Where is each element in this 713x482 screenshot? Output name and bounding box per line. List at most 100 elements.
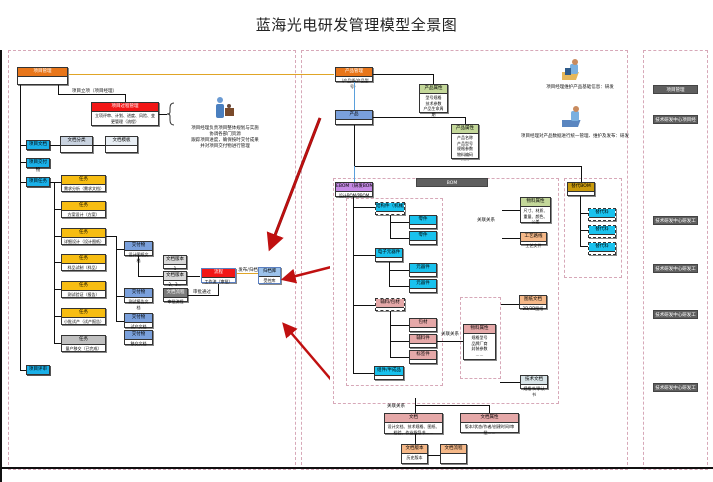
line [354, 166, 582, 167]
doc-flow-box[interactable]: 文档流程 [440, 444, 467, 464]
line [354, 125, 355, 166]
line [58, 94, 126, 95]
line [428, 455, 440, 456]
tag-review[interactable]: 项目评审 [26, 365, 50, 375]
substitute-box[interactable]: 替代料 [588, 225, 616, 238]
substitute-box[interactable]: 替代料 [588, 208, 616, 221]
part-group-mech[interactable]: 结构件（机械） [375, 202, 405, 215]
process-route-box[interactable]: 工艺路线工艺文件 [520, 232, 547, 248]
tag-deliverables[interactable]: 项目交付物 [26, 158, 50, 173]
deliverable-box[interactable]: 交付物设计图纸文档 [124, 241, 153, 263]
task-box[interactable]: 任务小批试产（试产报告） [61, 308, 106, 325]
product-attr2-box[interactable]: 产品属性 产品名称产品型号规格参数物料编码…… [451, 124, 479, 162]
release-label: 发布/归档 [238, 268, 258, 273]
line [116, 321, 124, 322]
part-group-aux[interactable]: 辅料/包材 [375, 298, 405, 311]
doc-attr-box[interactable]: 文档属性版本/状态/作者/创建时间/审批…… [460, 413, 519, 435]
rel-label: 关联关系 [477, 218, 495, 223]
line [465, 117, 466, 124]
line [390, 341, 409, 342]
line [390, 311, 391, 358]
line [390, 222, 409, 223]
sbom-box[interactable]: 替代BOM [567, 182, 595, 196]
line [373, 117, 465, 118]
role-item[interactable]: 技术研发中心研发工程师 [653, 310, 698, 327]
attr-line: 物料编码 [457, 151, 473, 157]
part-box[interactable]: 零件 [409, 215, 437, 229]
tech-doc-box[interactable]: 技术文档规格书/承认书 [520, 375, 548, 397]
deliverable-box[interactable]: 交付物试产文档 [124, 313, 153, 329]
tag-tasks[interactable]: 项目任务 [26, 177, 50, 187]
doc-category-box[interactable]: 文档分类 [60, 136, 93, 153]
archive-box[interactable]: 归档库受控库 [258, 267, 281, 284]
doc-version-box[interactable]: 文档版本历史版本 [401, 444, 428, 464]
role-item[interactable]: 技术研发中心研发工程师 [653, 264, 698, 281]
line [116, 236, 117, 321]
label-box[interactable]: 标签件 [409, 350, 437, 364]
doc-flow-box[interactable]: 文档流程审批流程 [163, 288, 188, 304]
line [138, 256, 139, 276]
flow-label: 审批通过 [193, 290, 211, 295]
task-box[interactable]: 任务测试验证（报告） [61, 281, 106, 298]
task-box[interactable]: 任务量产移交（已完成） [61, 335, 106, 352]
note-line: 协调各部门资源 [209, 132, 241, 137]
line [353, 207, 375, 208]
tag-project-docs[interactable]: 项目文档 [26, 140, 50, 150]
aux-box[interactable]: 辅料件 [409, 334, 437, 348]
line [218, 282, 219, 296]
subassembly-box[interactable]: 组件/半成品 [374, 366, 404, 380]
role-item[interactable]: 技术研发中心研发工程师 [653, 383, 698, 400]
line [389, 286, 409, 287]
line [50, 182, 54, 183]
workflow-box[interactable]: 流程工作流（审批） [201, 268, 236, 284]
line [20, 145, 26, 146]
task-box[interactable]: 任务详细设计（设计图纸） [61, 228, 106, 245]
person-laptop-icon [562, 59, 579, 80]
line [353, 373, 374, 374]
line [390, 357, 409, 358]
line [415, 434, 416, 444]
deliverable-box[interactable]: 交付物测试报告文档 [124, 288, 153, 310]
product-mgmt-box[interactable]: 产品管理（产品线/产品型号） [335, 67, 373, 89]
part-box[interactable]: 零件 [409, 231, 437, 245]
role-item[interactable]: 技术研发中心项目经理人 [653, 115, 698, 132]
left-border [0, 50, 2, 482]
component-box[interactable]: 元器件 [409, 263, 437, 277]
product-box[interactable]: 产品 [335, 110, 373, 125]
component-attr-box[interactable]: 物料属性 规格型号品牌厂商封装参数…… [463, 324, 496, 360]
role-item[interactable]: 项目管理 [653, 85, 698, 94]
product-attr-box[interactable]: 产品属性 型号规格技术参数产品生命周期 [419, 84, 448, 117]
doc-template-box[interactable]: 文档模板 [105, 136, 138, 153]
arrow-icon [266, 117, 330, 381]
material-attr-box[interactable]: 物料属性尺寸、材质、重量、颜色、公差 [520, 197, 551, 224]
region-sbom [564, 178, 622, 278]
attr-line: 产品生命周期 [423, 106, 444, 117]
line [353, 197, 354, 373]
line [20, 162, 26, 163]
project-mgmt-box[interactable]: 项目管理 [17, 67, 68, 85]
task-box[interactable]: 任务方案设计（方案） [61, 201, 106, 218]
document-box[interactable]: 文档设计文档、技术规格、图纸、检验、作业指导书…… [384, 413, 443, 435]
line [580, 230, 588, 231]
ebom-box[interactable]: EBOM（研发BOM）设计BOM/PBOM [335, 182, 373, 198]
task-box[interactable]: 任务样品试制（样品） [61, 254, 106, 271]
component-box[interactable]: 元器件 [409, 279, 437, 293]
line [54, 262, 61, 263]
line [353, 305, 375, 306]
pack-box[interactable]: 包材 [409, 318, 437, 332]
line [187, 276, 200, 277]
line [125, 94, 126, 102]
line [116, 296, 124, 297]
region-bom-parts [346, 198, 443, 386]
task-box[interactable]: 任务需求分析（需求文档） [61, 175, 106, 192]
process-mgmt-box[interactable]: 项目过程管理 立项评审、计划、进度、风险、变更管理（流程） [91, 102, 159, 126]
part-group-elec[interactable]: 电子元器件 [375, 248, 403, 262]
line [415, 405, 490, 406]
substitute-box[interactable]: 替代料 [588, 242, 616, 255]
deliverable-box[interactable]: 交付物移交文档 [124, 330, 153, 346]
bom-bar: BOM [416, 178, 488, 187]
role-item[interactable]: 技术研发中心研发工程师 [653, 216, 698, 233]
